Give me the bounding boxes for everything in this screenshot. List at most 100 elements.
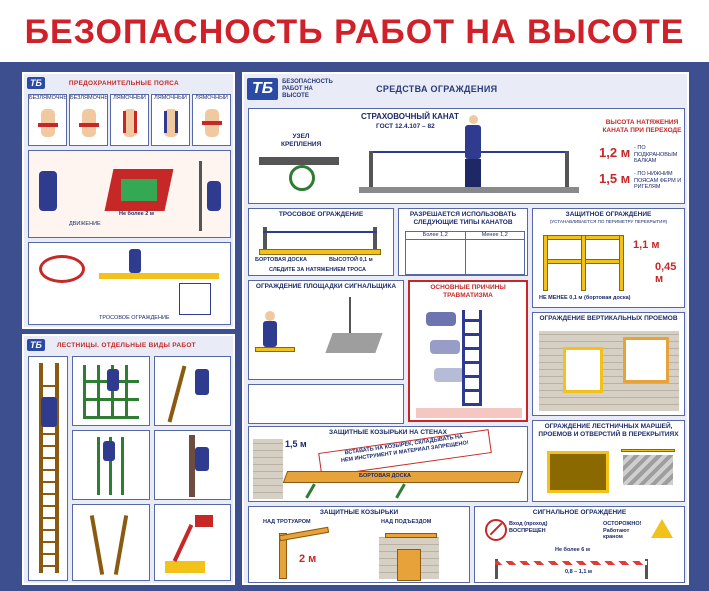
signal-tape bbox=[495, 561, 647, 565]
fence-height-2: 0,45 м bbox=[655, 261, 677, 285]
worker-figure bbox=[263, 321, 277, 347]
tb-logo: ТБ bbox=[247, 78, 279, 100]
col-header: Менее 1,2 bbox=[465, 232, 524, 240]
belt-figure bbox=[202, 121, 222, 125]
worker-figure bbox=[107, 369, 119, 391]
lift-base bbox=[165, 561, 205, 573]
belt-type-card: ЛЯМОЧНЫЙ bbox=[151, 94, 190, 146]
stepladder-illustration bbox=[72, 504, 150, 581]
signal-fence-section: СИГНАЛЬНОЕ ОГРАЖДЕНИЕ Вход (проход) ВОСП… bbox=[474, 506, 685, 583]
section-title: ЗАЩИТНЫЕ КОЗЫРЬКИ bbox=[319, 509, 399, 516]
rope-types-table: Более 1,2 Менее 1,2 bbox=[405, 231, 525, 275]
section-title: СТРАХОВОЧНЫЙ КАНАТ bbox=[361, 112, 459, 121]
belt-types-row: БЕЗЛЯМОЧНЫЙ БЕЗЛЯМОЧНЫЙ ЛЯМОЧНЫЙ ЛЯМОЧНЫ… bbox=[28, 94, 231, 146]
worker-figure bbox=[207, 181, 221, 211]
belt-type-label: ЛЯМОЧНЫЙ bbox=[195, 95, 228, 101]
beam-figure bbox=[359, 187, 579, 193]
visor-board-label: БОРТОВАЯ ДОСКА bbox=[359, 473, 411, 479]
opening-figure bbox=[563, 347, 603, 393]
opening-figure bbox=[623, 337, 669, 383]
poster-board: ТБ ПРЕДОХРАНИТЕЛЬНЫЕ ПОЯСА БЕЗЛЯМОЧНЫЙ Б… bbox=[0, 62, 709, 591]
movement-label: ДВИЖЕНИЕ bbox=[69, 221, 101, 227]
panel-subtitle: БЕЗОПАСНОСТЬ РАБОТ НА ВЫСОТЕ bbox=[282, 78, 333, 99]
pole-figure bbox=[189, 435, 195, 497]
tb-logo: ТБ bbox=[27, 77, 45, 89]
worker-legs bbox=[465, 159, 481, 187]
hook-figure bbox=[179, 283, 211, 315]
board-figure bbox=[259, 249, 381, 255]
section-title: ОСНОВНЫЕ ПРИЧИНЫ ТРАВМАТИЗМА bbox=[430, 284, 506, 299]
clamp-figure bbox=[289, 165, 315, 191]
stair-openings-section: ОГРАЖДЕНИЕ ЛЕСТНИЧНЫХ МАРШЕЙ, ПРОЕМОВ И … bbox=[532, 420, 685, 502]
platform-top-figure bbox=[121, 179, 157, 201]
visor-right-label: НАД ПОДЪЕЗДОМ bbox=[381, 519, 432, 525]
rope-figure bbox=[263, 231, 377, 233]
doorway-figure bbox=[397, 549, 421, 581]
bracket-figure bbox=[395, 483, 406, 499]
worker-figure bbox=[41, 397, 57, 427]
scaffold-frame bbox=[462, 310, 482, 406]
post-figure bbox=[495, 559, 498, 579]
panel-header: ТБ БЕЗОПАСНОСТЬ РАБОТ НА ВЫСОТЕ СРЕДСТВА… bbox=[244, 74, 687, 104]
belt-type-label: ЛЯМОЧНЫЙ bbox=[113, 95, 146, 101]
section-title: ОГРАЖДЕНИЕ ВЕРТИКАЛЬНЫХ ПРОЕМОВ bbox=[539, 315, 678, 322]
torso-figure bbox=[123, 109, 137, 137]
post-figure bbox=[369, 151, 373, 187]
falling-worker-figure bbox=[434, 368, 464, 382]
tension-note: СЛЕДИТЕ ЗА НАТЯЖЕНИЕМ ТРОСА bbox=[269, 267, 367, 273]
falling-worker-figure bbox=[430, 340, 460, 354]
tower-illustration bbox=[72, 430, 150, 500]
node-label: УЗЕЛ КРЕПЛЕНИЯ bbox=[281, 133, 322, 148]
worker-figure bbox=[39, 171, 57, 211]
sign-slash bbox=[489, 522, 503, 536]
panel-header: ТБ ЛЕСТНИЦЫ. ОТДЕЛЬНЫЕ ВИДЫ РАБОТ bbox=[24, 336, 233, 354]
signal-platform-section: ОГРАЖДЕНИЕ ПЛОЩАДКИ СИГНАЛЬЩИКА bbox=[248, 280, 404, 380]
cable-fence-label: ТРОСОВОЕ ОГРАЖДЕНИЕ bbox=[99, 315, 170, 321]
fence-height-1: 1,1 м bbox=[633, 239, 660, 251]
injury-causes-section: ОСНОВНЫЕ ПРИЧИНЫ ТРАВМАТИЗМА bbox=[408, 280, 528, 422]
section-title: ЗАЩИТНЫЕ КОЗЫРЬКИ НА СТЕНАХ bbox=[329, 429, 447, 436]
poster-title: БЕЗОПАСНОСТЬ РАБОТ НА ВЫСОТЕ bbox=[24, 13, 685, 51]
visor-height: 2 м bbox=[299, 553, 317, 565]
ladder-work-illustration bbox=[154, 356, 231, 426]
section-title: СИГНАЛЬНОЕ ОГРАЖДЕНИЕ bbox=[532, 509, 627, 516]
vertical-openings-section: ОГРАЖДЕНИЕ ВЕРТИКАЛЬНЫХ ПРОЕМОВ bbox=[532, 312, 685, 416]
belt-figure bbox=[38, 123, 58, 127]
visors-section: ЗАЩИТНЫЕ КОЗЫРЬКИ НАД ТРОТУАРОМ НАД ПОДЪ… bbox=[248, 506, 470, 583]
visor-roof bbox=[385, 533, 437, 538]
section-title: ЗАЩИТНОЕ ОГРАЖДЕНИЕ bbox=[565, 211, 652, 218]
panel-title: СРЕДСТВА ОГРАЖДЕНИЯ bbox=[376, 84, 498, 94]
rope-types-col: Менее 1,2 bbox=[465, 232, 524, 274]
tb-logo: ТБ bbox=[27, 339, 45, 351]
section-subtitle: (УСТАНАВЛИВАЕТСЯ ПО ПЕРИМЕТРУ ПЕРЕКРЫТИЯ… bbox=[549, 219, 668, 224]
crane-cable bbox=[349, 297, 351, 333]
distance-label: Не более 6 м bbox=[555, 547, 590, 553]
visor-height: 1,5 м bbox=[285, 439, 307, 449]
carabiner-figure bbox=[39, 255, 85, 283]
platform-figure bbox=[255, 347, 295, 352]
belt-type-card: БЕЗЛЯМОЧНЫЙ bbox=[69, 94, 108, 146]
scaffold-illustration bbox=[72, 356, 150, 426]
bracket-figure bbox=[305, 483, 316, 499]
post-figure bbox=[263, 227, 267, 255]
ladder-rail bbox=[89, 515, 105, 575]
panel-safety-belts: ТБ ПРЕДОХРАНИТЕЛЬНЫЕ ПОЯСА БЕЗЛЯМОЧНЫЙ Б… bbox=[22, 72, 235, 329]
lift-illustration bbox=[154, 504, 231, 581]
gost-label: ГОСТ 12.4.107 – 82 bbox=[376, 123, 435, 130]
pole-work-illustration bbox=[154, 430, 231, 500]
sign-1-label: Вход (проход) ВОСПРЕЩЕН bbox=[509, 521, 548, 534]
belt-type-card: ЛЯМОЧНЫЙ bbox=[192, 94, 231, 146]
panel-header: ТБ ПРЕДОХРАНИТЕЛЬНЫЕ ПОЯСА bbox=[24, 74, 233, 92]
brick-wall bbox=[253, 439, 283, 499]
signal-platform-extra bbox=[248, 384, 404, 424]
strap-figure bbox=[123, 111, 126, 133]
no-entry-sign-icon bbox=[485, 519, 507, 541]
section-title: РАЗРЕШАЕТСЯ ИСПОЛЬЗОВАТЬ СЛЕДУЮЩИЕ ТИПЫ … bbox=[409, 211, 517, 226]
col-header: Более 1,2 bbox=[406, 232, 465, 240]
ladder-rail bbox=[113, 515, 129, 575]
belt-figure bbox=[79, 123, 99, 127]
height-label-1: - ПО ПОДКРАНОВЫМ БАЛКАМ bbox=[634, 145, 678, 164]
lift-arm bbox=[172, 524, 194, 562]
rope-types-col: Более 1,2 bbox=[406, 232, 466, 274]
post-figure bbox=[373, 227, 377, 255]
